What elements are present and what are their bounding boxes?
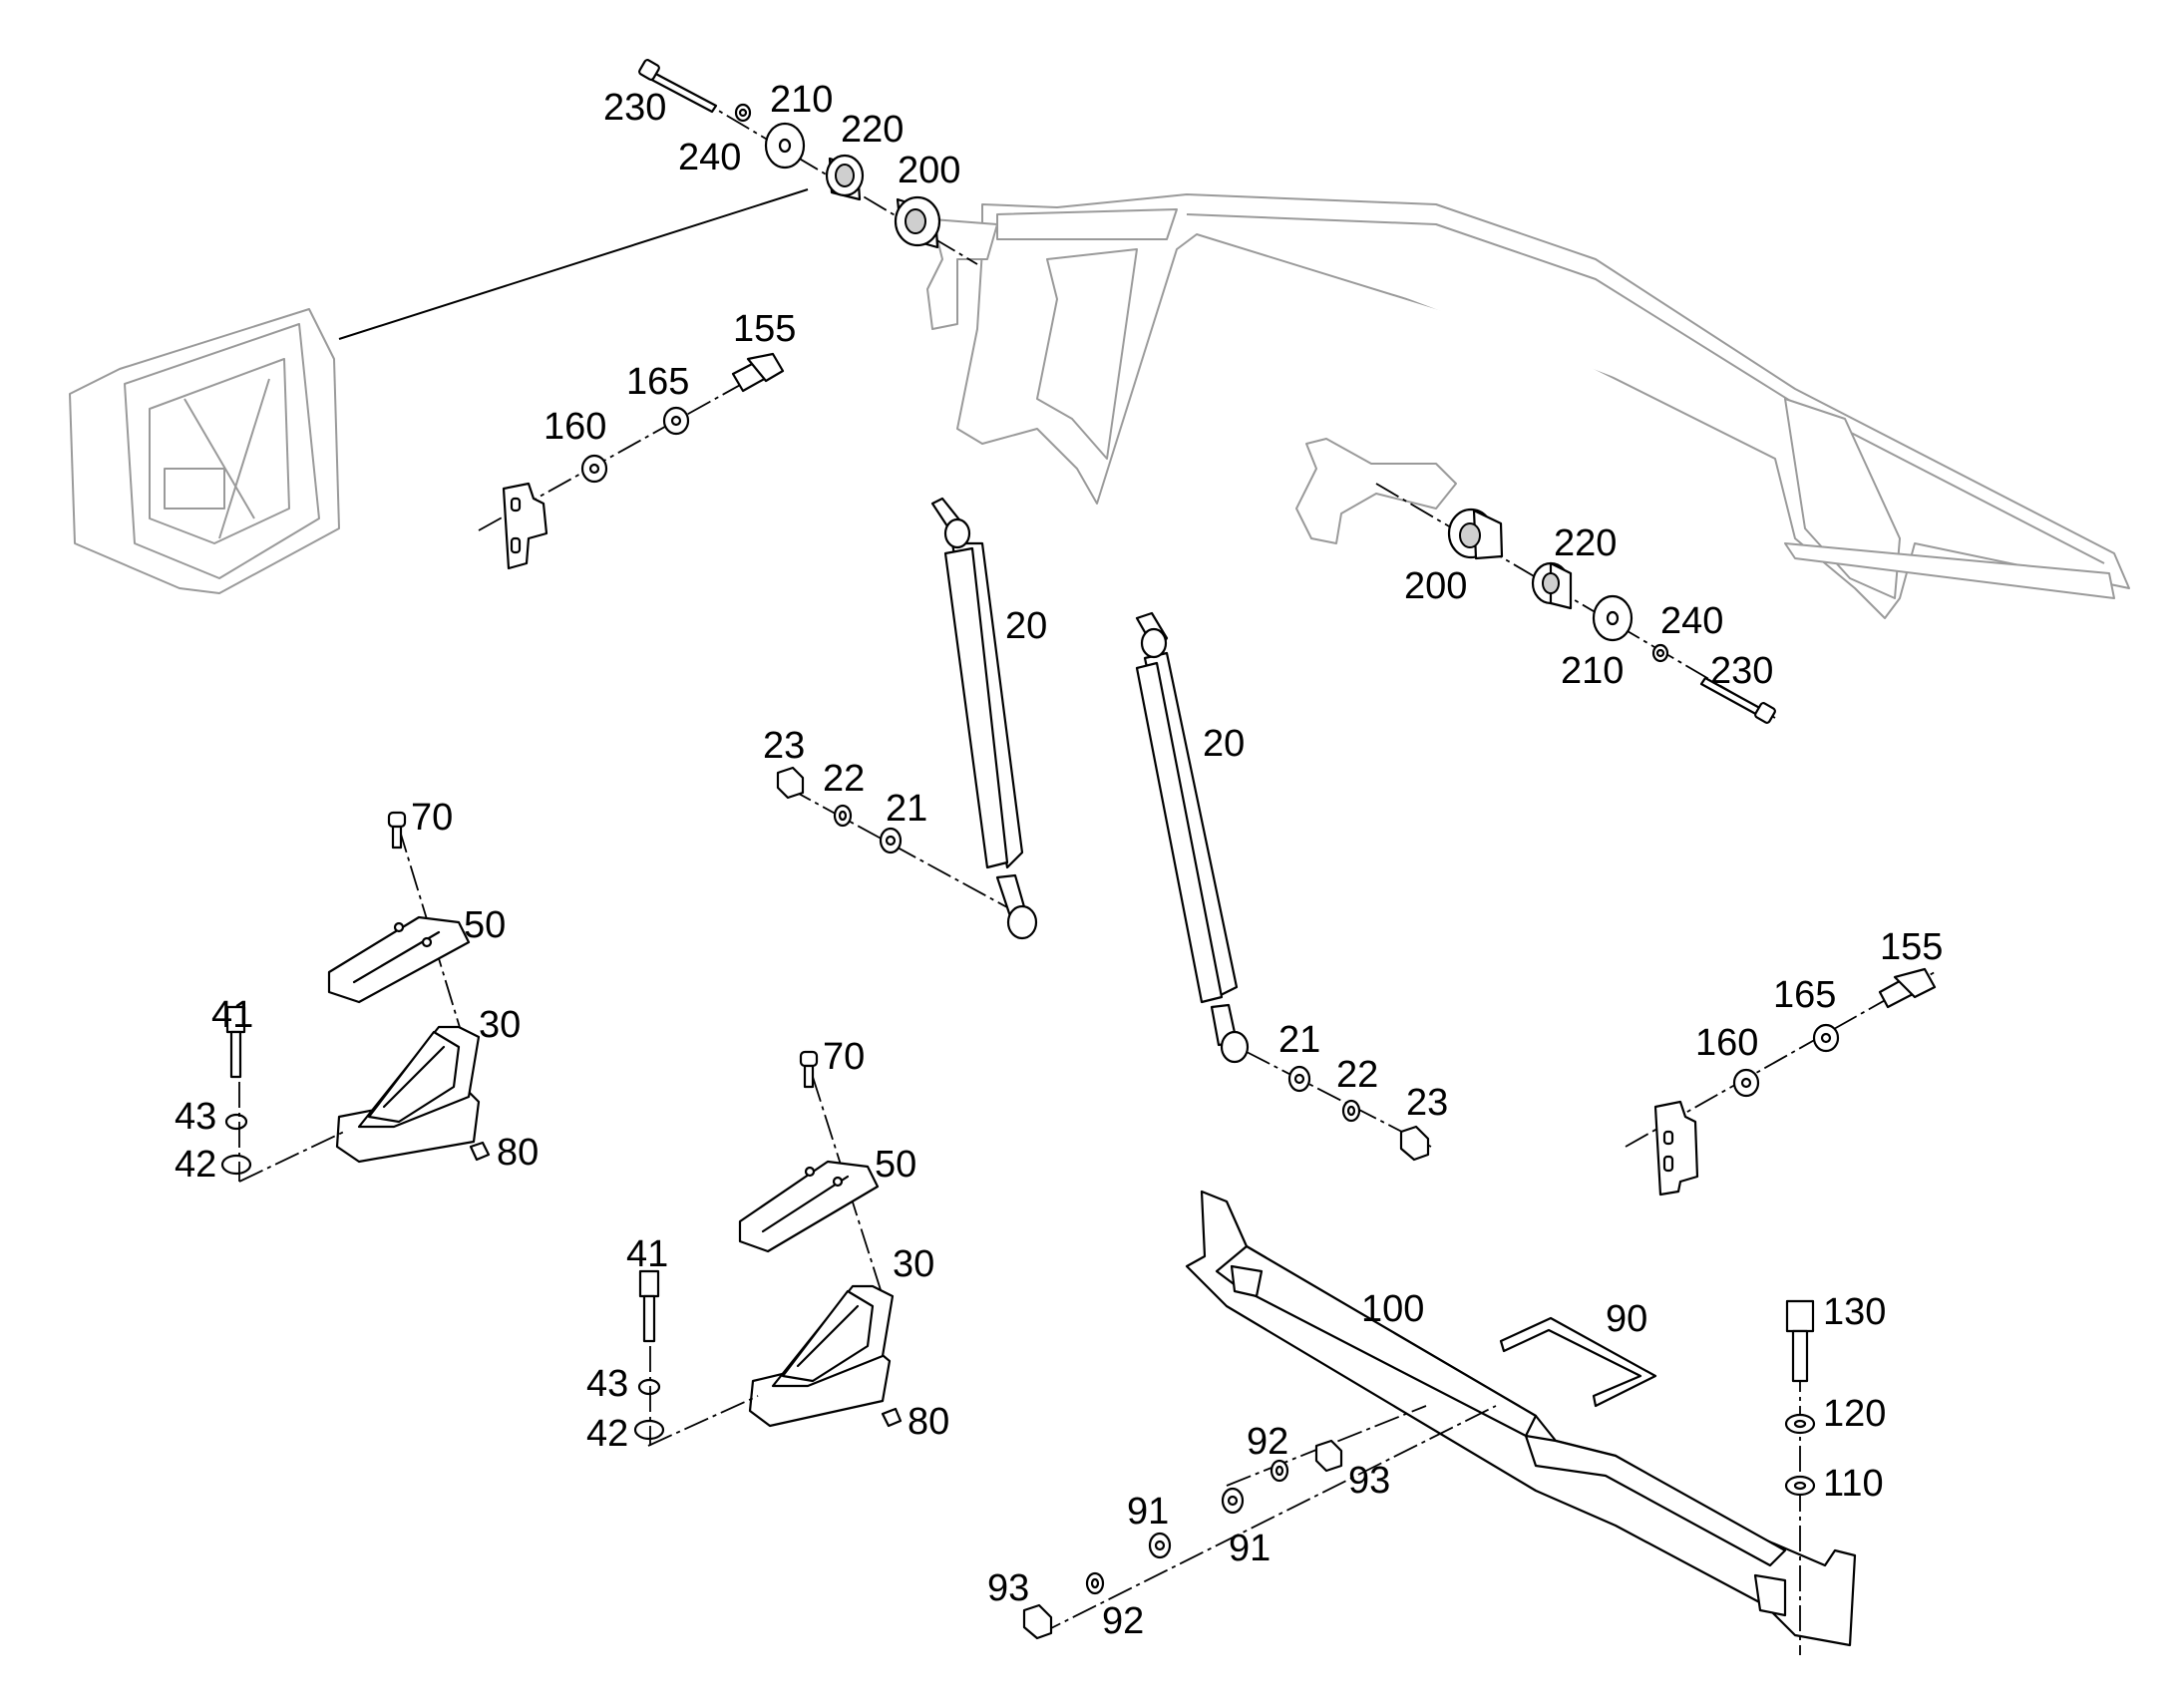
label-110: 110 <box>1823 1463 1884 1505</box>
main-frame <box>926 193 2130 619</box>
label-80-a: 80 <box>497 1132 539 1174</box>
strut-fasteners-a <box>776 766 1008 908</box>
label-92-a: 92 <box>1247 1421 1288 1463</box>
label-120: 120 <box>1823 1393 1886 1435</box>
label-91-b: 91 <box>1229 1528 1271 1569</box>
gas-strut-left <box>930 497 1038 940</box>
label-200-right: 200 <box>1404 565 1467 607</box>
label-23-a: 23 <box>763 725 805 767</box>
label-43-b: 43 <box>586 1363 628 1405</box>
right-bushing-set <box>1375 483 1776 724</box>
label-91-a: 91 <box>1127 1491 1169 1533</box>
label-230: 230 <box>603 87 666 129</box>
label-92-b: 92 <box>1102 1600 1144 1642</box>
housing-leader-line <box>338 188 809 340</box>
label-41-b: 41 <box>626 1233 668 1275</box>
gas-strut-right <box>1135 611 1250 1064</box>
label-21-b: 21 <box>1278 1019 1320 1061</box>
label-42-b: 42 <box>586 1413 628 1455</box>
label-240-right: 240 <box>1660 600 1723 642</box>
rail-fasteners <box>1022 1405 1497 1640</box>
label-165-right: 165 <box>1773 974 1836 1016</box>
label-41-a: 41 <box>211 994 253 1036</box>
right-hinge-bracket <box>1295 438 1457 544</box>
label-90: 90 <box>1606 1298 1647 1340</box>
bolt-130-stack <box>1784 1299 1816 1655</box>
left-latch-mount <box>478 352 785 570</box>
label-160-right: 160 <box>1695 1022 1758 1064</box>
bracket-assembly-a <box>220 811 491 1183</box>
label-50-b: 50 <box>875 1144 916 1186</box>
bracket-assembly-b <box>633 1050 903 1447</box>
label-160: 160 <box>544 406 606 448</box>
label-43-a: 43 <box>175 1096 216 1138</box>
label-20-a: 20 <box>1005 605 1047 647</box>
strut-fasteners-b <box>1246 1051 1432 1162</box>
part-number-labels: 230 240 210 220 200 155 165 160 200 220 … <box>175 79 1943 1642</box>
label-130: 130 <box>1823 1291 1886 1333</box>
label-220-right: 220 <box>1554 522 1617 564</box>
label-100: 100 <box>1361 1288 1424 1330</box>
label-30-a: 30 <box>479 1004 521 1046</box>
label-70-a: 70 <box>411 797 453 839</box>
label-50-a: 50 <box>464 904 506 946</box>
label-210: 210 <box>770 79 833 121</box>
label-155: 155 <box>733 308 796 350</box>
label-23-b: 23 <box>1406 1082 1448 1124</box>
label-22-a: 22 <box>823 758 865 800</box>
long-rail <box>1185 1190 1857 1647</box>
label-165: 165 <box>626 361 689 403</box>
label-20-b: 20 <box>1203 723 1245 765</box>
bent-rod <box>1499 1316 1657 1408</box>
label-240: 240 <box>678 137 741 178</box>
label-220: 220 <box>841 109 904 151</box>
label-93-b: 93 <box>987 1567 1029 1609</box>
label-42-a: 42 <box>175 1144 216 1186</box>
label-200: 200 <box>898 150 960 191</box>
top-bushing-set <box>638 59 978 265</box>
label-80-b: 80 <box>908 1401 949 1443</box>
label-210-right: 210 <box>1561 650 1624 692</box>
label-22-b: 22 <box>1336 1054 1378 1096</box>
label-93-a: 93 <box>1348 1460 1390 1502</box>
label-155-right: 155 <box>1880 926 1943 968</box>
label-230-right: 230 <box>1710 650 1773 692</box>
side-housing <box>69 308 340 594</box>
label-21-a: 21 <box>886 788 927 830</box>
label-70-b: 70 <box>823 1036 865 1078</box>
right-latch-mount <box>1625 967 1937 1196</box>
label-30-b: 30 <box>893 1243 934 1285</box>
